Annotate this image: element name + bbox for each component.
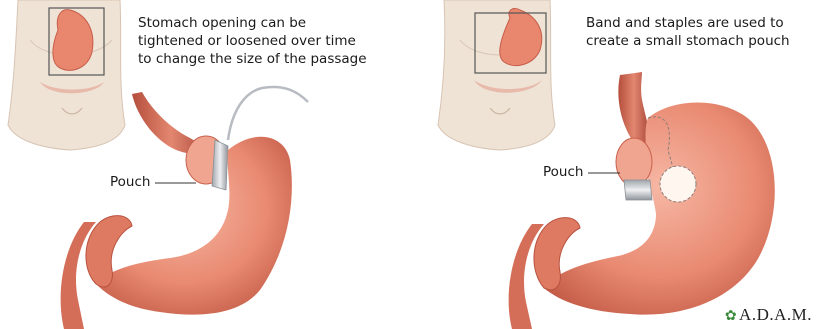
- leaf-icon: ✿: [725, 309, 737, 324]
- gastric-band-panel: Stomach opening can be tightened or loos…: [0, 0, 410, 329]
- lower-stomach: [544, 103, 775, 315]
- caption-line: Band and staples are used to: [586, 14, 790, 32]
- brand-name: A.D.A.M.: [739, 305, 812, 324]
- pouch-label: Pouch: [543, 164, 583, 180]
- band-and-staples-panel: Band and staples are used to create a sm…: [410, 0, 820, 329]
- gastric-band: [212, 140, 228, 190]
- caption-line: create a small stomach pouch: [586, 32, 790, 50]
- torso-thumbnail: [8, 0, 125, 150]
- torso-thumbnail: [438, 0, 555, 150]
- band-caption: Stomach opening can be tightened or loos…: [138, 14, 367, 68]
- staples-caption: Band and staples are used to create a sm…: [586, 14, 790, 50]
- pouch-label: Pouch: [110, 174, 150, 190]
- adjustment-tube: [228, 87, 308, 140]
- staple-window: [660, 166, 696, 202]
- caption-line: Stomach opening can be: [138, 14, 367, 32]
- adam-logo: ✿A.D.A.M.: [725, 305, 812, 325]
- caption-line: to change the size of the passage: [138, 50, 367, 68]
- stomach-pouch: [616, 138, 652, 186]
- caption-line: tightened or loosened over time: [138, 32, 367, 50]
- gastric-band: [624, 180, 652, 200]
